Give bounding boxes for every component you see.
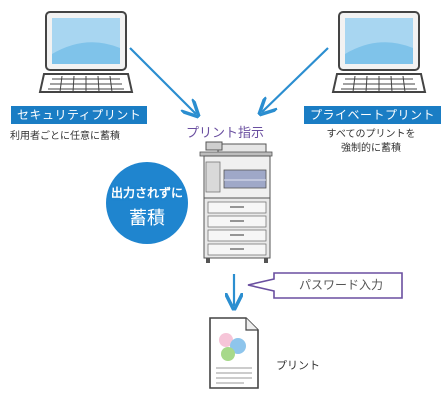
- security-print-label: セキュリティプリント: [11, 106, 148, 124]
- multifunction-printer-icon: [199, 141, 273, 263]
- storage-badge-line1: 出力されずに: [110, 186, 183, 200]
- password-callout-shape: [247, 272, 403, 299]
- left-to-device-arrow: [129, 47, 196, 114]
- storage-badge: [106, 162, 188, 244]
- print-instruction-label: プリント指示: [186, 126, 265, 141]
- printed-document-icon: [209, 317, 259, 389]
- private-print-caption-line2: 強制的に蓄積: [341, 143, 401, 154]
- storage-badge-line2: 蓄積: [129, 208, 165, 229]
- right-to-device-arrow: [262, 47, 329, 112]
- password-input-label: パスワード入力: [298, 278, 383, 292]
- private-print-label: プライベートプリント: [304, 106, 442, 124]
- security-print-caption: 利用者ごとに任意に蓄積: [10, 131, 120, 142]
- right-computer-icon: [331, 11, 427, 93]
- output-print-label: プリント: [276, 359, 320, 372]
- left-computer-icon: [38, 11, 134, 93]
- private-print-caption-line1: すべてのプリントを: [326, 129, 416, 140]
